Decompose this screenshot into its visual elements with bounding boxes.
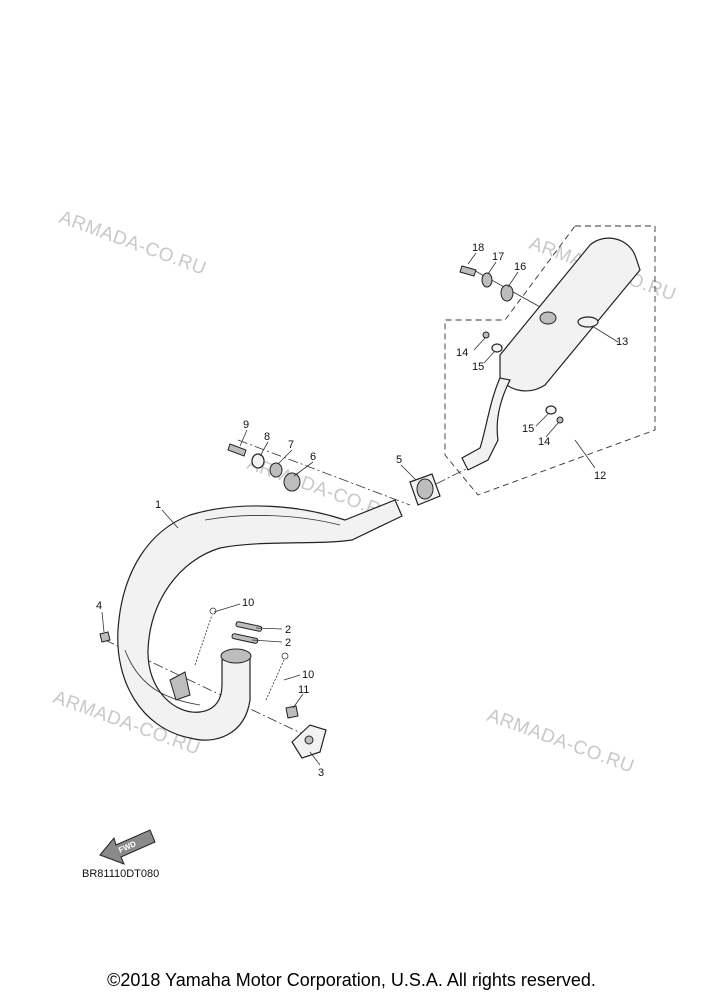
callout-10: 10 bbox=[242, 597, 254, 609]
collar-part-17 bbox=[481, 272, 493, 288]
callout-layer: 1 2 2 3 4 5 6 7 8 9 10 10 11 12 13 14 14… bbox=[96, 242, 628, 779]
collar-part-15-upper bbox=[491, 343, 503, 353]
callout-13: 13 bbox=[616, 336, 628, 348]
silencer-assembly-boundary bbox=[444, 225, 656, 496]
spring-part-10-lower bbox=[265, 652, 289, 701]
collar-part-15-lower bbox=[545, 405, 557, 415]
callout-3: 3 bbox=[318, 767, 324, 779]
callout-18: 18 bbox=[472, 242, 484, 254]
callout-6: 6 bbox=[310, 451, 316, 463]
bolt-part-14-upper bbox=[482, 331, 490, 339]
copyright-notice: ©2018 Yamaha Motor Corporation, U.S.A. A… bbox=[107, 970, 596, 990]
callout-12: 12 bbox=[594, 470, 606, 482]
callout-9: 9 bbox=[243, 419, 249, 431]
callout-8: 8 bbox=[264, 431, 270, 443]
damper-part-7 bbox=[269, 462, 283, 478]
callout-14: 14 bbox=[456, 347, 468, 359]
bolt-part-11 bbox=[285, 705, 299, 719]
leader-lines bbox=[101, 252, 619, 766]
silencer-part-13 bbox=[461, 237, 641, 471]
bracket-part-3 bbox=[291, 724, 327, 759]
collar-part-6 bbox=[283, 472, 301, 492]
watermark: ARMADA-CO.RU bbox=[484, 705, 637, 778]
spring-part-10-upper bbox=[194, 607, 217, 666]
watermark: ARMADA-CO.RU bbox=[56, 207, 209, 280]
bolt-part-14-lower bbox=[556, 416, 564, 424]
callout-5: 5 bbox=[396, 454, 402, 466]
callout-10: 10 bbox=[302, 669, 314, 681]
callout-4: 4 bbox=[96, 600, 102, 612]
callout-1: 1 bbox=[155, 499, 161, 511]
washer-part-8 bbox=[251, 453, 265, 469]
diagram-code: BR81110DT080 bbox=[82, 868, 159, 880]
bolt-part-18 bbox=[459, 265, 477, 277]
callout-15: 15 bbox=[522, 423, 534, 435]
callout-2: 2 bbox=[285, 624, 291, 636]
callout-7: 7 bbox=[288, 439, 294, 451]
callout-16: 16 bbox=[514, 261, 526, 273]
joint-part-5 bbox=[409, 473, 441, 506]
forward-arrow-icon: FWD bbox=[99, 829, 156, 865]
callout-11: 11 bbox=[298, 684, 309, 696]
callout-2: 2 bbox=[285, 637, 291, 649]
callout-14: 14 bbox=[538, 436, 550, 448]
bolt-part-9 bbox=[227, 443, 247, 457]
callout-17: 17 bbox=[492, 251, 504, 263]
damper-part-16 bbox=[500, 284, 514, 302]
exhaust-pipe-part-1 bbox=[117, 499, 403, 741]
bolt-part-4 bbox=[99, 631, 111, 643]
damper-part-2 bbox=[231, 621, 263, 644]
callout-15: 15 bbox=[472, 361, 484, 373]
